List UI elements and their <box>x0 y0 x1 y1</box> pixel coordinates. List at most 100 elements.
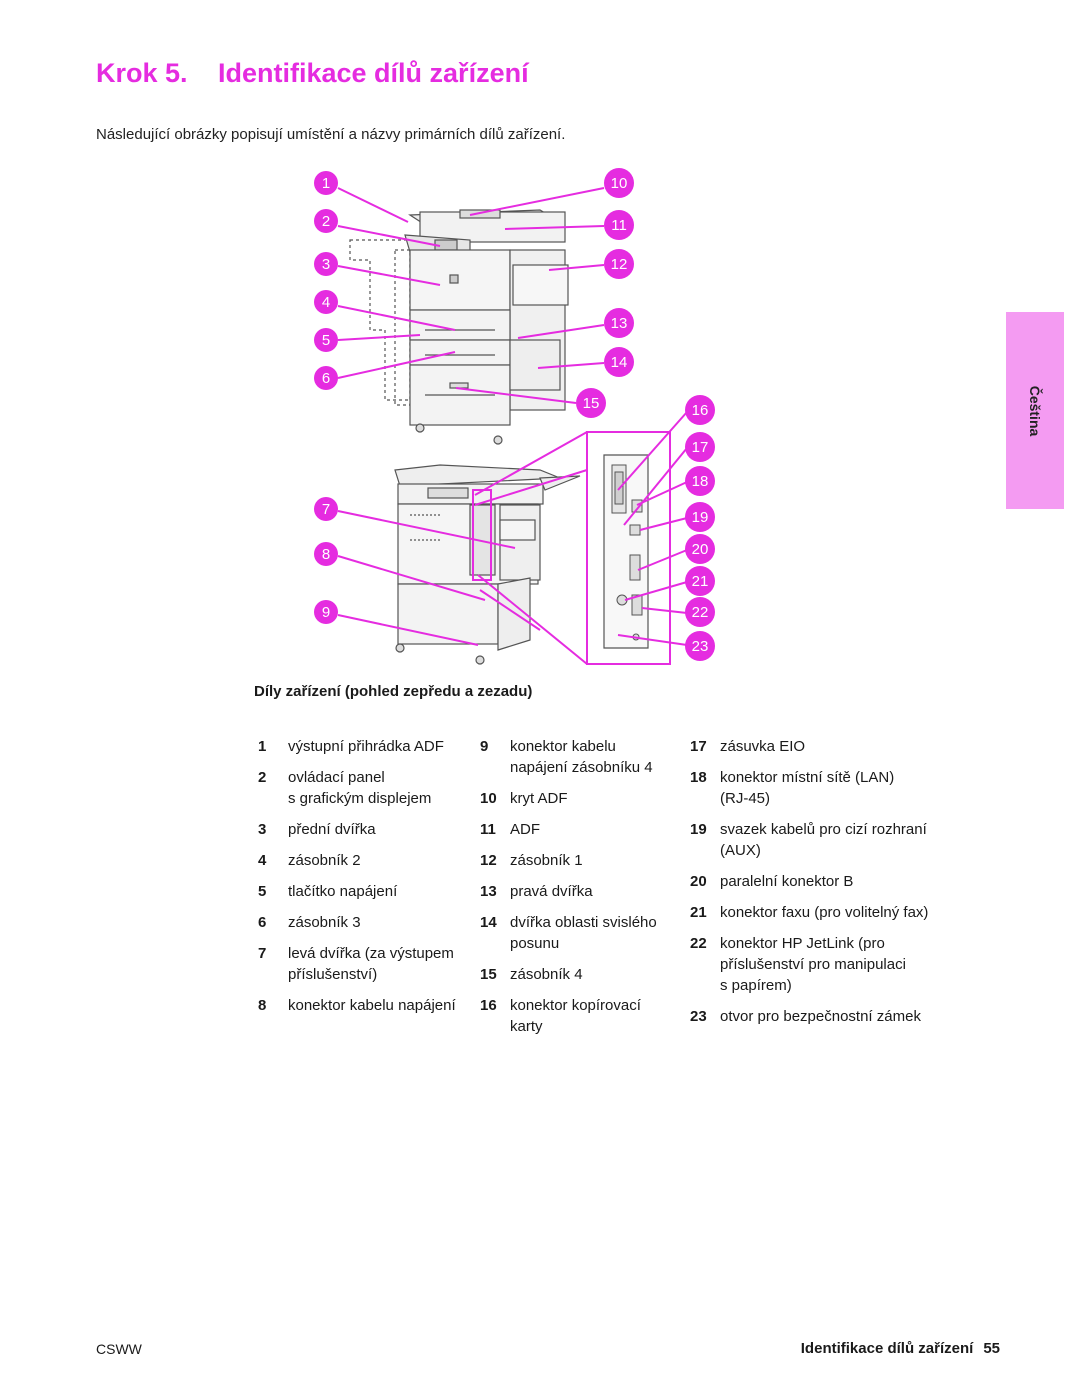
legend-text: pravá dvířka <box>510 883 593 900</box>
callout-8-label: 8 <box>322 546 330 563</box>
callout-23: 23 <box>685 631 715 661</box>
legend-text: dvířka oblasti svislého posunu <box>510 914 657 952</box>
title-text: Identifikace dílů zařízení <box>218 58 529 88</box>
legend-text: přední dvířka <box>288 821 376 838</box>
legend-text: ovládací panel s grafickým displejem <box>288 769 432 807</box>
callout-9-label: 9 <box>322 604 330 621</box>
legend-text: konektor kabelu napájení zásobníku 4 <box>510 738 653 776</box>
footer-section: Identifikace dílů zařízení 55 <box>801 1340 1000 1357</box>
legend-item: 1 výstupní přihrádka ADF <box>258 736 478 757</box>
legend-num: 20 <box>690 873 707 890</box>
callout-20: 20 <box>685 534 715 564</box>
callout-22: 22 <box>685 597 715 627</box>
figure-caption: Díly zařízení (pohled zepředu a zezadu) <box>254 683 533 700</box>
legend-text: konektor HP JetLink (pro příslušenství p… <box>720 935 906 994</box>
legend-item: 17 zásuvka EIO <box>690 736 960 757</box>
callout-18-label: 18 <box>692 473 709 490</box>
callout-13: 13 <box>604 308 634 338</box>
legend-text: zásobník 2 <box>288 852 361 869</box>
callout-19-label: 19 <box>692 509 709 526</box>
leader-lines <box>337 187 688 646</box>
intro-text: Následující obrázky popisují umístění a … <box>96 126 566 143</box>
legend-num: 17 <box>690 738 707 755</box>
legend-num: 1 <box>258 738 267 755</box>
legend-num: 6 <box>258 914 267 931</box>
legend-text: otvor pro bezpečnostní zámek <box>720 1008 921 1025</box>
callout-10-label: 10 <box>611 175 628 192</box>
callout-8: 8 <box>314 542 338 566</box>
callout-3: 3 <box>314 252 338 276</box>
callout-7-label: 7 <box>322 501 330 518</box>
language-tab[interactable]: Čeština <box>1006 312 1064 509</box>
callout-4: 4 <box>314 290 338 314</box>
legend-text: ADF <box>510 821 540 838</box>
legend-item: 4 zásobník 2 <box>258 850 478 871</box>
legend-text: výstupní přihrádka ADF <box>288 738 444 755</box>
legend-text: tlačítko napájení <box>288 883 398 900</box>
callout-5: 5 <box>314 328 338 352</box>
callout-1: 1 <box>314 171 338 195</box>
legend-num: 16 <box>480 997 497 1014</box>
callout-17-label: 17 <box>692 439 709 456</box>
legend-num: 8 <box>258 997 267 1014</box>
page-title: Krok 5. Identifikace dílů zařízení <box>96 58 529 89</box>
callout-21-label: 21 <box>692 573 709 590</box>
legend-num: 18 <box>690 769 707 786</box>
page-number: 55 <box>983 1340 1000 1357</box>
legend-num: 2 <box>258 769 267 786</box>
callout-2-label: 2 <box>322 213 330 230</box>
legend-num: 11 <box>480 821 496 838</box>
callout-11-label: 11 <box>611 217 627 234</box>
callout-16-label: 16 <box>692 402 709 419</box>
callout-22-label: 22 <box>692 604 709 621</box>
legend-num: 4 <box>258 852 267 869</box>
callout-15-label: 15 <box>583 395 600 412</box>
legend-num: 7 <box>258 945 267 962</box>
legend-item: 11 ADF <box>480 819 680 840</box>
legend-text: zásobník 1 <box>510 852 583 869</box>
callout-9: 9 <box>314 600 338 624</box>
callout-3-label: 3 <box>322 256 330 273</box>
step-label: Krok 5. <box>96 58 188 88</box>
callout-2: 2 <box>314 209 338 233</box>
legend-item: 14 dvířka oblasti svislého posunu <box>480 912 680 954</box>
callout-7: 7 <box>314 497 338 521</box>
legend-text: svazek kabelů pro cizí rozhraní (AUX) <box>720 821 927 859</box>
legend-text: konektor kopírovací karty <box>510 997 641 1035</box>
callout-21: 21 <box>685 566 715 596</box>
callout-23-label: 23 <box>692 638 709 655</box>
footer-title: Identifikace dílů zařízení <box>800 1340 974 1357</box>
callout-6: 6 <box>314 366 338 390</box>
callout-16: 16 <box>685 395 715 425</box>
callout-14-label: 14 <box>611 354 628 371</box>
legend-column-1: 1 výstupní přihrádka ADF 2 ovládací panel … <box>258 736 478 1026</box>
callout-5-label: 5 <box>322 332 330 349</box>
callout-12: 12 <box>604 249 634 279</box>
legend-num: 3 <box>258 821 267 838</box>
callout-4-label: 4 <box>322 294 330 311</box>
legend-item: 3 přední dvířka <box>258 819 478 840</box>
legend-num: 10 <box>480 790 497 807</box>
legend-text: zásuvka EIO <box>720 738 806 755</box>
callout-13-label: 13 <box>611 315 628 332</box>
footer-doc-code: CSWW <box>96 1341 142 1357</box>
legend-num: 14 <box>480 914 497 931</box>
formatter-panel-detail <box>472 431 671 665</box>
printer-front-illustration <box>349 209 569 445</box>
